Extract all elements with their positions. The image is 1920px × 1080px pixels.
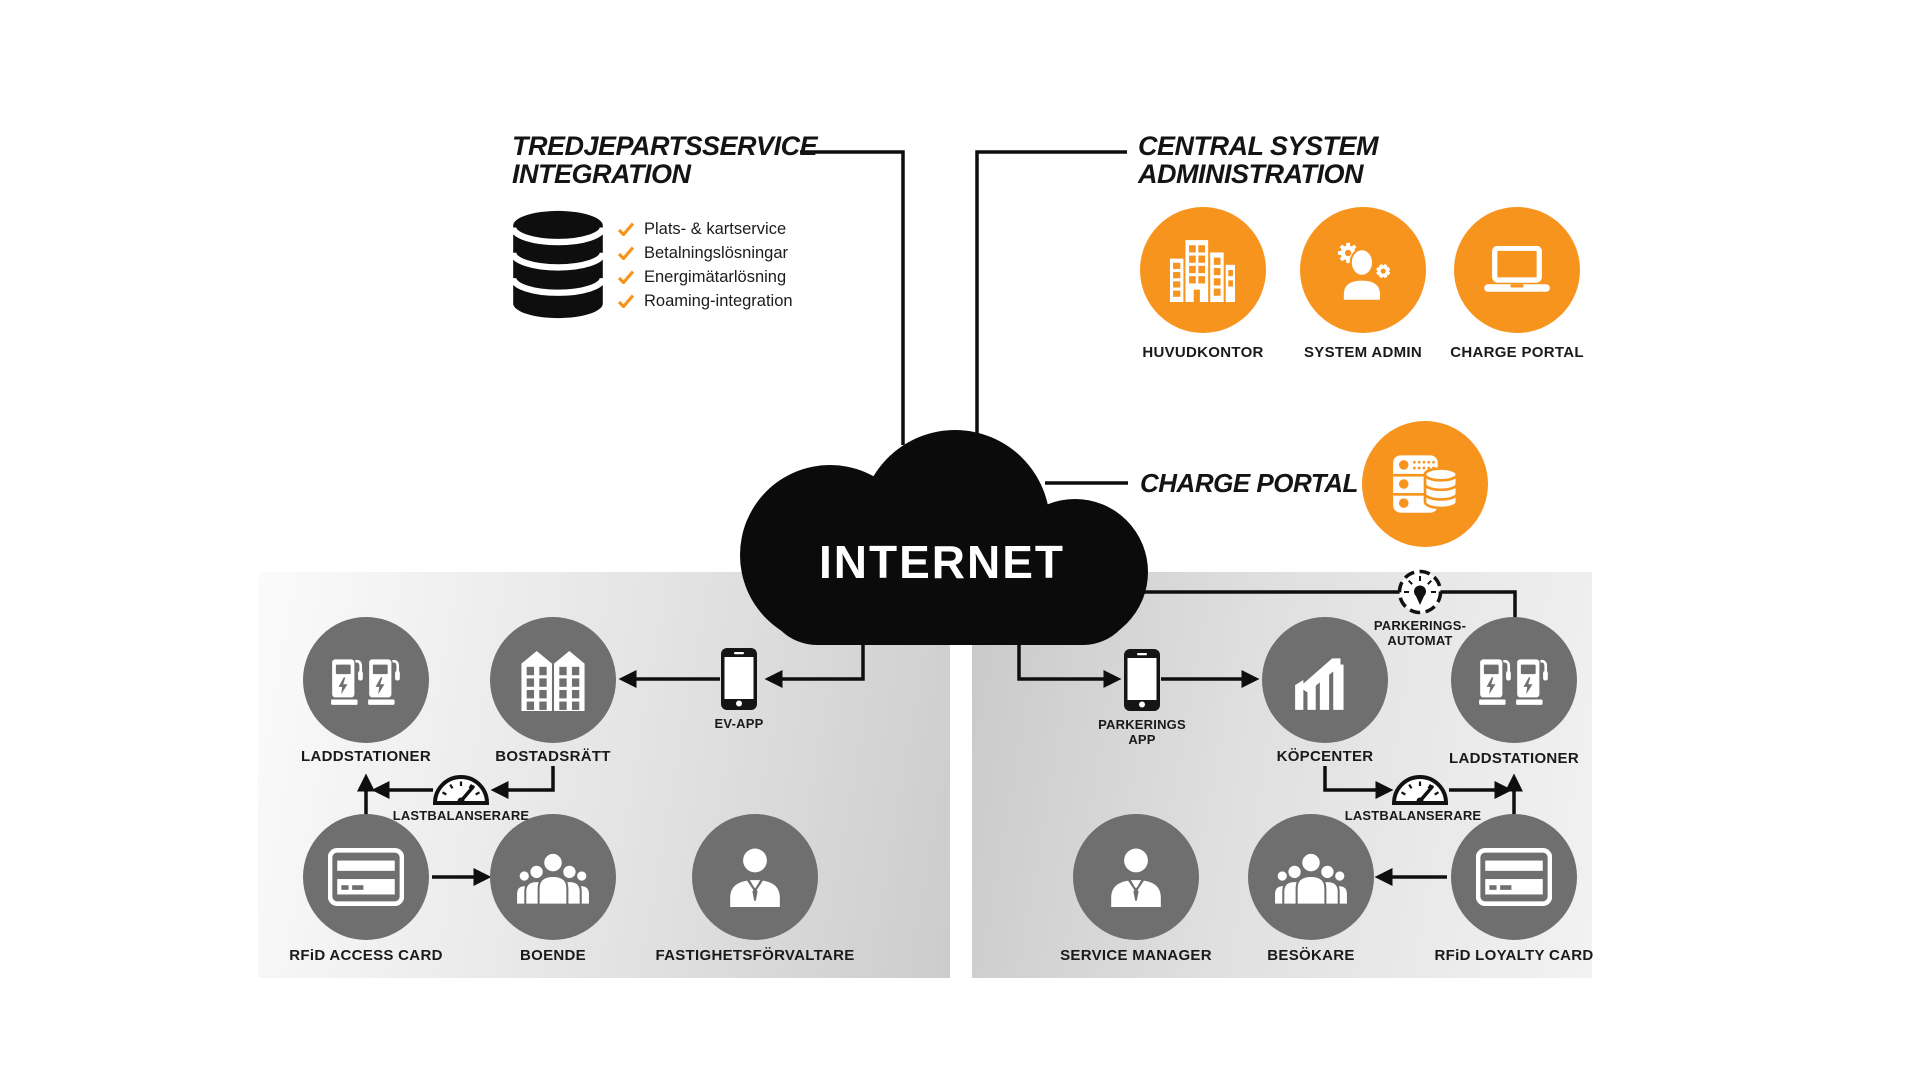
boende-label: BOENDE [520, 947, 586, 964]
parkeringsautomat-icon [1397, 569, 1443, 615]
rfid-access-card-node [303, 814, 429, 940]
rfid-card-icon [328, 848, 404, 906]
arrow-cloud-to-parkeringsapp [1017, 632, 1122, 689]
chargeportal-laptop-label: CHARGE PORTAL [1450, 344, 1584, 361]
admin-user-gears-icon [1337, 242, 1391, 301]
checklist-item-label: Plats- & kartservice [644, 219, 787, 238]
lastbalanserare-left-label: LASTBALANSERARE [392, 808, 530, 823]
kopcenter-node [1262, 617, 1388, 743]
manager-person-icon [1111, 848, 1161, 907]
lastbalanserare-right-icon [1391, 775, 1449, 805]
laddstationer-left-label: LADDSTATIONER [300, 748, 432, 765]
shopping-center-icon [1295, 658, 1344, 710]
database-stack-icon [510, 210, 606, 319]
checklist-item-label: Roaming-integration [644, 291, 793, 310]
systemadmin-node [1300, 207, 1426, 333]
parkerings-app-label: PARKERINGS APP [1098, 717, 1186, 747]
people-group-icon [515, 851, 591, 905]
charging-stations-icon [1479, 658, 1548, 705]
parkerings-app-label-line1: PARKERINGS [1098, 717, 1186, 732]
checklist-item: Roaming-integration [618, 291, 793, 311]
laddstationer-right-label: LADDSTATIONER [1448, 750, 1580, 767]
systemadmin-label: SYSTEM ADMIN [1303, 344, 1423, 361]
checklist-item-label: Energimätarlösning [644, 267, 787, 286]
thirdparty-title-line2: INTEGRATION [512, 159, 691, 189]
arrow-cloud-to-evapp [764, 632, 865, 689]
service-manager-node [1073, 814, 1199, 940]
ev-app-label: EV-APP [714, 716, 764, 731]
check-icon [618, 270, 634, 284]
chargeportal-server-node [1362, 421, 1488, 547]
check-icon [618, 246, 634, 260]
thirdparty-title: TREDJEPARTSSERVICE INTEGRATION [512, 131, 818, 189]
lastbalanserare-left-icon [432, 775, 490, 805]
rfid-card-icon [1476, 848, 1552, 906]
bostadsratt-node [490, 617, 616, 743]
besokare-label: BESÖKARE [1267, 947, 1355, 964]
huvudkontor-label: HUVUDKONTOR [1142, 344, 1264, 361]
ev-app-phone-icon [721, 648, 757, 710]
parkeringsautomat-label-line2: AUTOMAT [1387, 633, 1453, 648]
parkerings-app-phone-icon [1124, 649, 1160, 711]
fastighetsforvaltare-label: FASTIGHETSFÖRVALTARE [655, 947, 855, 964]
server-database-icon [1393, 455, 1459, 513]
thirdparty-checklist: Plats- & kartservice Betalningslösningar… [618, 219, 793, 315]
thirdparty-title-line1: TREDJEPARTSSERVICE [512, 131, 818, 161]
rfid-access-card-label: RFiD ACCESS CARD [289, 947, 443, 964]
checklist-item: Energimätarlösning [618, 267, 793, 287]
charging-stations-icon [331, 658, 400, 705]
people-group-icon [1273, 851, 1349, 905]
checklist-item-label: Betalningslösningar [644, 243, 789, 262]
check-icon [618, 222, 634, 236]
centraladmin-title-line1: CENTRAL SYSTEM [1138, 131, 1379, 161]
checklist-item: Betalningslösningar [618, 243, 793, 263]
internet-cloud: INTERNET [740, 430, 1148, 645]
office-building-icon [1169, 240, 1235, 302]
check-icon [618, 294, 634, 308]
arrow-kopcenter-to-lastbalanserare [1323, 766, 1394, 800]
boende-node [490, 814, 616, 940]
line-thirdparty-to-cloud [800, 150, 905, 445]
arrow-bostadsratt-to-lastbalanserare [490, 766, 555, 800]
laddstationer-right-node [1451, 617, 1577, 743]
internet-label: INTERNET [819, 536, 1065, 588]
besokare-node [1248, 814, 1374, 940]
bostadsratt-label: BOSTADSRÄTT [495, 748, 611, 765]
centraladmin-title: CENTRAL SYSTEM ADMINISTRATION [1138, 131, 1379, 189]
chargeportal-title: CHARGE PORTAL [1140, 468, 1358, 498]
line-cloud-parkeringsautomat-laddstationer [1085, 590, 1517, 621]
rfid-loyalty-card-node [1451, 814, 1577, 940]
laddstationer-left-node [303, 617, 429, 743]
laptop-icon [1484, 245, 1550, 292]
parkeringsautomat-label-line1: PARKERINGS- [1373, 618, 1467, 633]
centraladmin-title-line2: ADMINISTRATION [1138, 159, 1363, 189]
manager-person-icon [730, 848, 780, 907]
parkerings-app-label-line2: APP [1128, 732, 1156, 747]
parkeringsautomat-label: PARKERINGS- AUTOMAT [1374, 618, 1466, 648]
fastighetsforvaltare-node [692, 814, 818, 940]
chargeportal-laptop-node [1454, 207, 1580, 333]
huvudkontor-node [1140, 207, 1266, 333]
service-manager-label: SERVICE MANAGER [1060, 947, 1212, 964]
checklist-item: Plats- & kartservice [618, 219, 793, 239]
rfid-loyalty-card-label: RFiD LOYALTY CARD [1434, 947, 1594, 964]
line-centraladmin-to-cloud [975, 150, 1127, 445]
apartment-building-icon [521, 650, 585, 711]
lastbalanserare-right-label: LASTBALANSERARE [1344, 808, 1482, 823]
kopcenter-label: KÖPCENTER [1276, 748, 1374, 765]
